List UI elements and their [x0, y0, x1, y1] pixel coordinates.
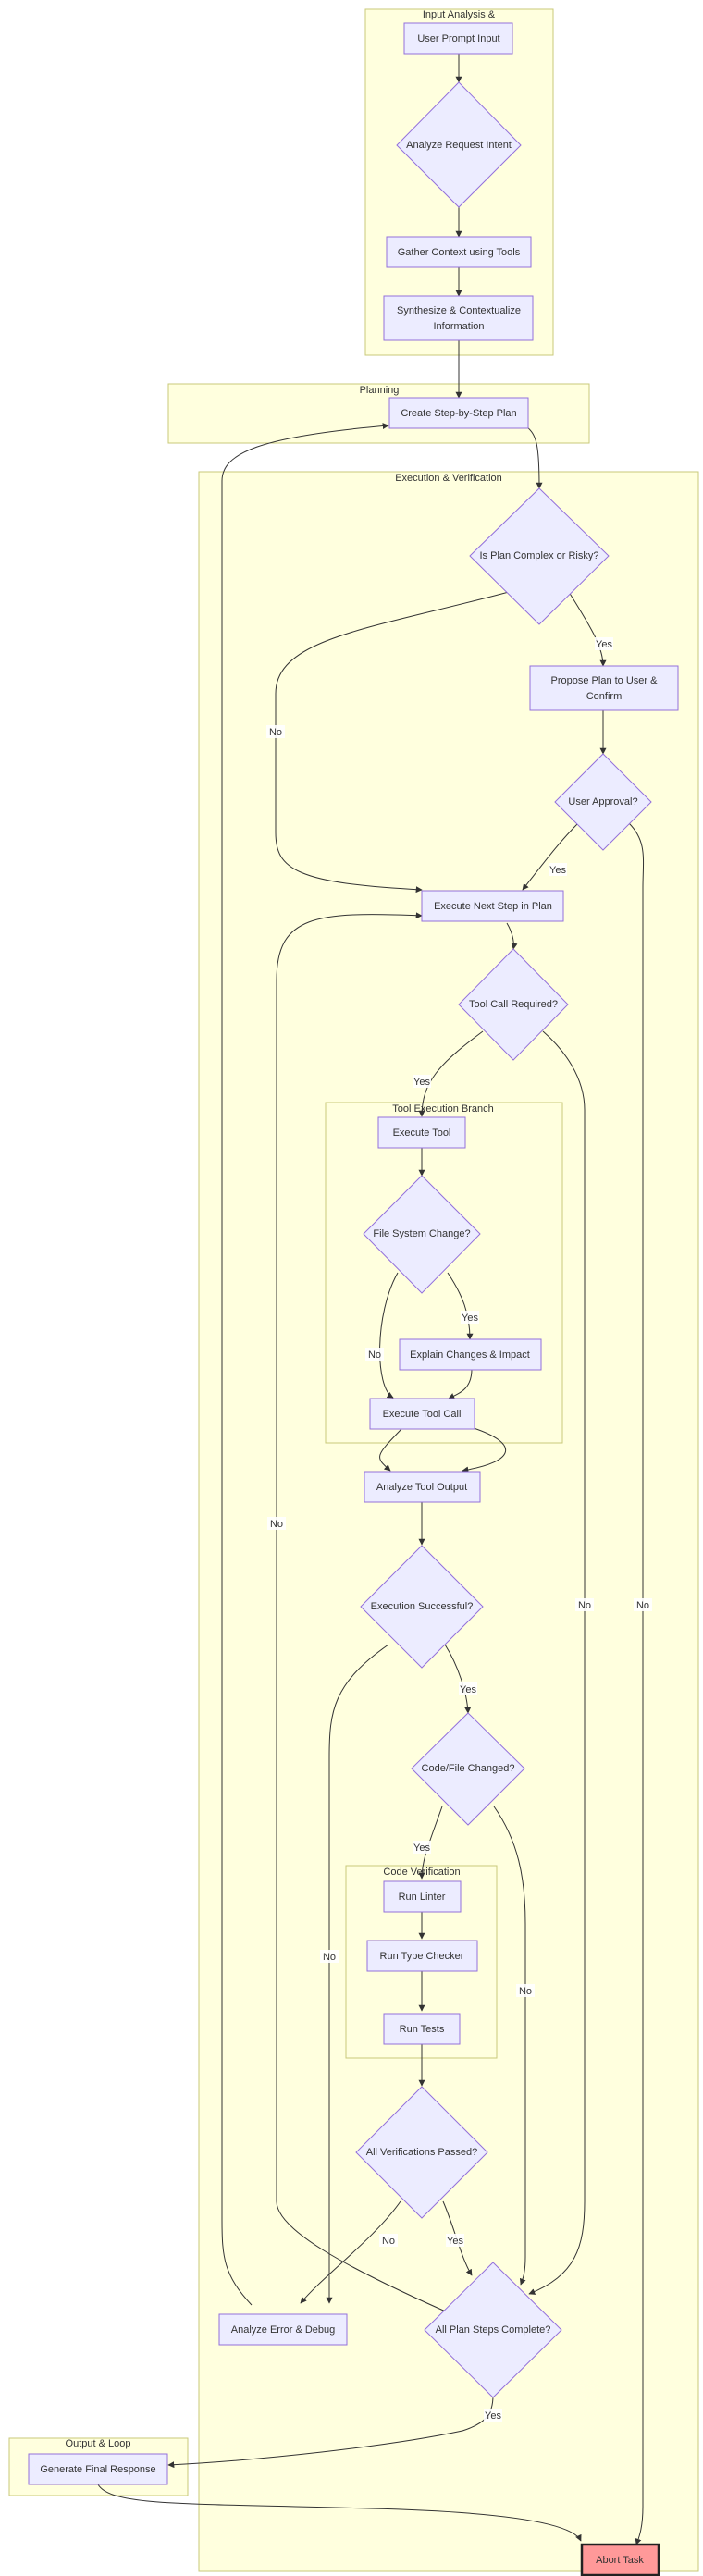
- node-all-steps-label: All Plan Steps Complete?: [436, 2324, 551, 2336]
- node-propose-label-line1: Propose Plan to User &: [551, 675, 659, 686]
- edge-toolcall-to-output-left: [379, 1427, 403, 1472]
- node-plan-complex-label: Is Plan Complex or Risky?: [480, 550, 599, 561]
- edge-fschange-no-toolcall: [379, 1272, 399, 1399]
- node-tool-call-required: Tool Call Required?: [458, 948, 569, 1061]
- node-code-changed-label: Code/File Changed?: [422, 1763, 515, 1774]
- edge-labels: Yes No Yes Yes Yes No No No No Yes Yes N…: [266, 637, 652, 2422]
- edge-codechanged-no-allsteps: [493, 1806, 526, 2286]
- node-execute-next-step: Execute Next Step in Plan: [421, 890, 564, 922]
- node-tool-required-label: Tool Call Required?: [469, 999, 558, 1010]
- label-approval-no: No: [636, 1600, 649, 1611]
- node-all-verif-label: All Verifications Passed?: [366, 2147, 477, 2158]
- node-user-approval-label: User Approval?: [568, 796, 637, 807]
- node-gather-context: Gather Context using Tools: [386, 236, 532, 268]
- node-create-plan: Create Step-by-Step Plan: [388, 397, 529, 429]
- node-run-tests-label: Run Tests: [400, 2024, 445, 2035]
- node-synthesize-label-line2: Information: [433, 321, 484, 332]
- node-run-tests: Run Tests: [383, 2013, 461, 2045]
- cluster-tool-branch-title: Tool Execution Branch: [392, 1103, 493, 1115]
- node-execute-next-label: Execute Next Step in Plan: [434, 901, 552, 912]
- node-fs-change-label: File System Change?: [373, 1228, 470, 1239]
- node-generate-final-response: Generate Final Response: [28, 2453, 168, 2485]
- edge-toolreq-no-allsteps: [528, 1030, 586, 2295]
- node-propose-plan: Propose Plan to User & Confirm: [529, 665, 679, 711]
- node-final-response-label: Generate Final Response: [40, 2464, 155, 2475]
- node-run-linter-label: Run Linter: [399, 1892, 446, 1903]
- edge-final-to-abort: [97, 2484, 582, 2542]
- edge-plan-to-complex: [525, 425, 543, 489]
- node-execute-tool-label: Execute Tool: [393, 1128, 451, 1139]
- node-analyze-tool-output: Analyze Tool Output: [364, 1471, 481, 1503]
- node-analyze-intent-label: Analyze Request Intent: [406, 140, 512, 151]
- node-analyze-error-debug: Analyze Error & Debug: [218, 2313, 348, 2346]
- node-user-approval: User Approval?: [554, 753, 652, 851]
- label-allverif-no: No: [382, 2236, 395, 2247]
- cluster-tool-execution-branch: Tool Execution Branch: [325, 1102, 563, 1444]
- nodes: User Prompt Input Analyze Request Intent…: [28, 22, 679, 2576]
- label-fschange-yes: Yes: [462, 1313, 478, 1324]
- edge-success-no-analyzeerror: [326, 1644, 389, 2304]
- node-file-system-change: File System Change?: [363, 1175, 481, 1294]
- node-execute-tool: Execute Tool: [377, 1116, 466, 1149]
- node-analyze-error-label: Analyze Error & Debug: [231, 2324, 336, 2336]
- edge-toolcall-to-output-right: [462, 1427, 506, 1473]
- edge-complex-no-execute: [275, 591, 510, 894]
- label-allsteps-yes: Yes: [485, 2410, 501, 2422]
- edge-analyzeerror-to-plan: [221, 423, 389, 2306]
- node-abort-task: Abort Task: [580, 2543, 660, 2576]
- node-exec-success-label: Execution Successful?: [371, 1601, 474, 1612]
- label-codechanged-yes: Yes: [413, 1843, 430, 1854]
- label-approval-yes: Yes: [549, 865, 566, 876]
- label-complex-no: No: [269, 727, 282, 738]
- node-explain-changes: Explain Changes & Impact: [399, 1338, 542, 1371]
- node-all-verifications-passed: All Verifications Passed?: [355, 2086, 488, 2219]
- label-fschange-no: No: [368, 1350, 381, 1361]
- node-analyze-output-label: Analyze Tool Output: [376, 1482, 467, 1493]
- node-execute-tool-call-label: Execute Tool Call: [383, 1409, 462, 1420]
- label-allverif-yes: Yes: [447, 2236, 463, 2247]
- cluster-execution-title: Execution & Verification: [395, 473, 502, 484]
- node-all-plan-steps-complete: All Plan Steps Complete?: [424, 2262, 562, 2398]
- node-plan-complex-or-risky: Is Plan Complex or Risky?: [469, 487, 610, 625]
- node-gather-context-label: Gather Context using Tools: [398, 247, 521, 258]
- edges: [97, 54, 645, 2545]
- node-code-file-changed: Code/File Changed?: [411, 1712, 525, 1826]
- cluster-planning-title: Planning: [360, 385, 400, 396]
- label-success-yes: Yes: [460, 1684, 476, 1695]
- node-abort-label: Abort Task: [596, 2555, 644, 2566]
- label-allsteps-no-left: No: [270, 1519, 283, 1530]
- edge-allsteps-no-execute: [276, 912, 457, 2317]
- node-synthesize-label-line1: Synthesize & Contextualize: [397, 305, 521, 316]
- node-execution-successful: Execution Successful?: [360, 1545, 484, 1669]
- cluster-input-title: Input Analysis &: [423, 9, 496, 20]
- node-propose-label-line2: Confirm: [586, 691, 623, 702]
- node-create-plan-label: Create Step-by-Step Plan: [401, 408, 516, 419]
- edge-complex-yes-propose: [568, 591, 607, 667]
- edge-success-yes-codechanged: [444, 1644, 472, 1714]
- label-complex-yes: Yes: [596, 639, 612, 650]
- label-success-no: No: [323, 1952, 336, 1963]
- node-user-prompt-input: User Prompt Input: [403, 22, 513, 55]
- edge-allverif-no-analyzeerror: [300, 2200, 401, 2304]
- edge-execute-to-toolreq: [506, 922, 518, 950]
- node-analyze-request-intent: Analyze Request Intent: [396, 81, 522, 208]
- node-run-type-checker: Run Type Checker: [366, 1940, 478, 1972]
- label-toolreq-yes: Yes: [413, 1077, 430, 1088]
- label-codechanged-no: No: [519, 1986, 532, 1997]
- node-synthesize-contextualize: Synthesize & Contextualize Information: [383, 295, 534, 341]
- cluster-output-title: Output & Loop: [66, 2438, 131, 2449]
- node-user-prompt-label: User Prompt Input: [417, 33, 500, 44]
- edge-toolreq-yes-executetool: [418, 1030, 484, 1117]
- node-run-linter: Run Linter: [383, 1880, 462, 1913]
- edge-explain-to-toolcall: [448, 1368, 473, 1399]
- label-toolreq-no: No: [578, 1600, 591, 1611]
- node-execute-tool-call: Execute Tool Call: [369, 1398, 475, 1430]
- node-run-type-checker-label: Run Type Checker: [380, 1951, 464, 1962]
- edge-fschange-yes-explain: [447, 1272, 474, 1340]
- edge-approval-yes-execute: [522, 822, 579, 891]
- edge-approval-no-abort: [628, 822, 645, 2545]
- node-explain-changes-label: Explain Changes & Impact: [410, 1350, 530, 1361]
